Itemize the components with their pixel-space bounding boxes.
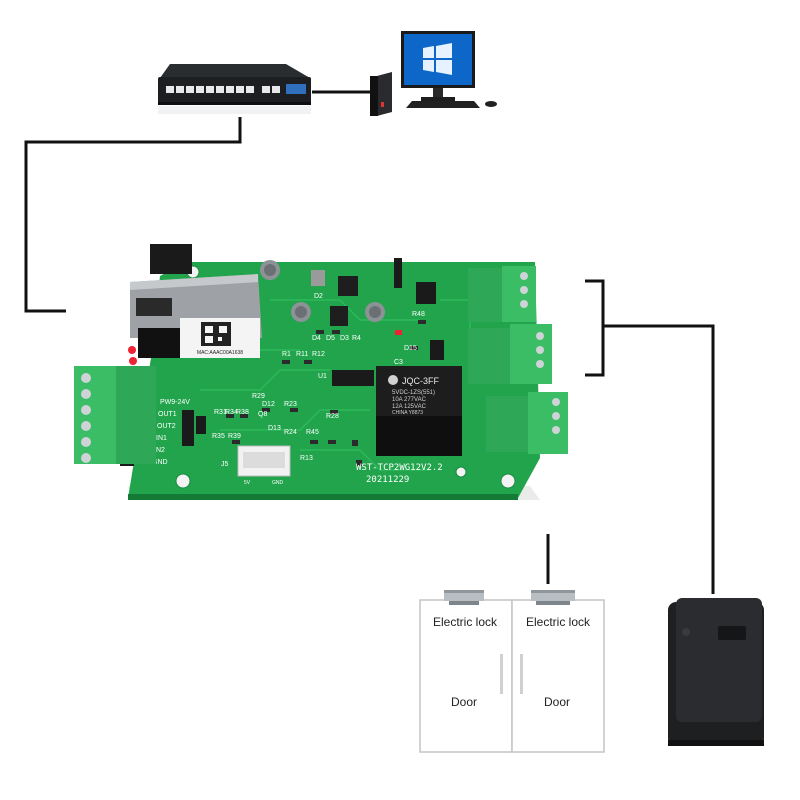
rfid-card-reader [668, 598, 764, 746]
pin-label: GND [152, 459, 168, 466]
smd-components [226, 320, 426, 466]
designator: R13 [300, 455, 313, 462]
pin-label: IN1 [156, 435, 167, 442]
designator: R24 [284, 429, 297, 436]
left-pin-labels: PW9-24V OUT1 OUT2 IN1 IN2 GND [152, 399, 190, 466]
designator: R39 [228, 433, 241, 440]
pin-label: OUT1 [158, 411, 177, 418]
designator: R11 [296, 351, 308, 358]
door-label-right: Door [544, 695, 570, 709]
electric-lock-left [444, 590, 484, 605]
led-red [395, 330, 402, 335]
switch-ports [166, 86, 280, 93]
relay-line-1: 5VDC-1ZS(551) [392, 390, 435, 396]
electric-lock-right [531, 590, 575, 605]
designator: R12 [312, 351, 325, 358]
designator: R4 [352, 335, 361, 342]
relay-brand: JQC-3FF [402, 376, 440, 386]
designator: U1 [318, 373, 327, 380]
designator: R38 [236, 409, 249, 416]
connector-label-j5: J5 [221, 461, 229, 468]
wire-switch-to-board [24, 117, 242, 313]
designator: R34 [225, 409, 238, 416]
door-label-left: Door [451, 695, 477, 709]
designator: D5 [326, 335, 335, 342]
designator: R1 [282, 351, 291, 358]
connector-label-gnd: GND [272, 480, 284, 486]
terminal-block-right-top [468, 266, 536, 322]
designator: R45 [306, 429, 319, 436]
terminal-block-right-middle [468, 324, 552, 384]
relay-line-3: 12A 125VAC [392, 404, 427, 410]
qr-code-label: MAC:AAAC00A1638 [180, 318, 260, 358]
designator: R28 [326, 413, 339, 420]
pc-tower [370, 72, 392, 116]
designator: R48 [412, 311, 425, 318]
board-date-text: 20211229 [366, 475, 409, 485]
connector-label-5v: 5V [244, 480, 251, 486]
designator: D12 [262, 401, 275, 408]
double-door: Electric lock Electric lock Door Door [419, 590, 605, 753]
designator: D4 [312, 335, 321, 342]
connector-j5: J5 5V GND [221, 445, 291, 486]
designator: D3 [340, 335, 349, 342]
regulator-chip [338, 276, 358, 296]
connection-wires [24, 90, 715, 594]
terminal-block-right-bottom [486, 392, 568, 454]
designator: R31 [214, 409, 227, 416]
board-version-text: WST-TCP2WG12V2.2 [356, 463, 443, 473]
lock-label-left: Electric lock [433, 615, 498, 629]
network-switch [158, 64, 311, 114]
capacitors [260, 260, 385, 322]
pin-headers [182, 258, 444, 446]
relay: JQC-3FF 5VDC-1ZS(551) 10A 277VAC 12A 125… [376, 366, 462, 456]
wire-bracket-to-reader [603, 324, 715, 594]
designator: R35 [212, 433, 225, 440]
designator: C3 [394, 359, 403, 366]
monitor [401, 31, 475, 101]
desktop-computer [370, 31, 497, 116]
pcb-board: MAC:AAAC00A1638 JQC-3FF 5VDC-1ZS(551) 10… [74, 244, 568, 500]
silkscreen-designators: D2 D4 D5 D3 R4 R1 R11 R12 U1 R29 R31 R34… [212, 293, 425, 462]
relay-line-4: CHINA Y8873 [392, 410, 423, 416]
mcu-chip [332, 370, 374, 386]
designator: R23 [284, 401, 297, 408]
door-handle [520, 654, 523, 694]
relay-line-2: 10A 277VAC [392, 397, 427, 403]
keyboard [406, 101, 480, 108]
pin-label: IN2 [154, 447, 165, 454]
mac-address-text: MAC:AAAC00A1638 [197, 350, 243, 356]
door-handle [500, 654, 503, 694]
designator: R29 [252, 393, 265, 400]
terminal-block-left [74, 366, 156, 464]
designator: D2 [314, 293, 323, 300]
lock-label-right: Electric lock [526, 615, 591, 629]
pin-label: PW9-24V [160, 399, 190, 406]
pin-label: OUT2 [157, 423, 176, 430]
bracket-outputs [585, 279, 605, 377]
designator: D13 [268, 425, 281, 432]
designator: Q8 [258, 411, 267, 418]
mouse [485, 101, 497, 107]
windows-logo-icon [423, 43, 452, 75]
designator: D15 [404, 345, 417, 352]
